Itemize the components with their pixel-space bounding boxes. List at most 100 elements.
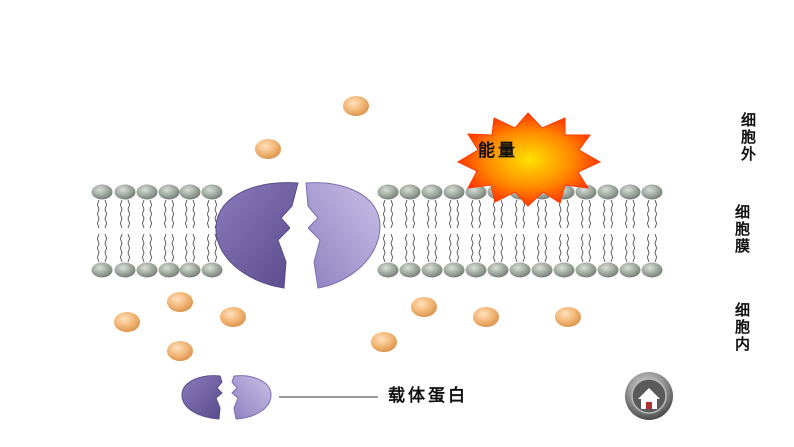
energy-burst <box>456 112 602 207</box>
lipid-tail <box>558 199 562 229</box>
label-outside: 细胞外 <box>739 112 757 163</box>
molecule <box>255 139 281 159</box>
lipid-tail <box>448 233 452 263</box>
lipid-tail <box>500 233 504 263</box>
lipid-tail <box>470 199 474 229</box>
lipid-head <box>619 184 641 200</box>
lipid-tail <box>163 199 167 229</box>
lipid-head <box>179 184 201 200</box>
lipid-tail <box>141 233 145 263</box>
lipid-tail <box>470 233 474 263</box>
lipid-tail <box>390 233 394 263</box>
lipid-tail <box>456 233 460 263</box>
lipid-tail <box>127 233 131 263</box>
lipid-tail <box>478 199 482 229</box>
lipid-tail <box>206 199 210 229</box>
lipid-head <box>158 262 180 278</box>
lipid-tail <box>632 233 636 263</box>
molecules <box>114 96 581 361</box>
lipid-head <box>158 184 180 200</box>
lipid-tail <box>522 233 526 263</box>
lipid-tail <box>184 233 188 263</box>
lipid-head <box>399 184 421 200</box>
lipid-head <box>443 262 465 278</box>
lipid-tail <box>149 233 153 263</box>
molecule <box>167 341 193 361</box>
lipid-head <box>114 262 136 278</box>
lipid-tail <box>104 199 108 229</box>
lipid-tail <box>192 233 196 263</box>
lipid-head <box>597 184 619 200</box>
molecule <box>371 332 397 352</box>
lipid-head <box>377 262 399 278</box>
molecule <box>167 292 193 312</box>
lipid-tail <box>149 199 153 229</box>
lipid-tail <box>522 199 526 229</box>
lipid-head <box>465 262 487 278</box>
lipid-tail <box>610 199 614 229</box>
lipid-tail <box>412 199 416 229</box>
lipid-head <box>443 184 465 200</box>
lipid-head <box>641 184 663 200</box>
lipid-head <box>114 184 136 200</box>
home-icon <box>638 388 660 409</box>
home-button[interactable] <box>625 372 673 420</box>
lipid-tail <box>536 233 540 263</box>
label-membrane: 细胞膜 <box>733 204 751 255</box>
lipid-tail <box>206 233 210 263</box>
lipid-tail <box>654 199 658 229</box>
lipid-tail <box>382 233 386 263</box>
lipid-tail <box>163 233 167 263</box>
molecule <box>220 307 246 327</box>
lipid-tail <box>404 199 408 229</box>
lipid-tail <box>478 233 482 263</box>
lipid-tail <box>434 233 438 263</box>
lipid-tail <box>536 199 540 229</box>
lipid-tail <box>646 199 650 229</box>
lipid-tail <box>544 233 548 263</box>
lipid-tail <box>580 199 584 229</box>
lipid-tail <box>500 199 504 229</box>
lipid-tail <box>119 233 123 263</box>
lipid-tail <box>96 233 100 263</box>
lipid-tail <box>492 233 496 263</box>
lipid-tail <box>492 199 496 229</box>
lipid-tail <box>96 199 100 229</box>
carrier-protein <box>215 182 381 289</box>
lipid-head <box>619 262 641 278</box>
lipid-head <box>465 184 487 200</box>
lipid-head <box>399 262 421 278</box>
lipid-tail <box>588 199 592 229</box>
lipid-head <box>575 262 597 278</box>
lipid-tail <box>119 199 123 229</box>
lipid-tail <box>602 199 606 229</box>
lipid-head <box>531 262 553 278</box>
lipid-tail <box>588 233 592 263</box>
molecule <box>555 307 581 327</box>
lipid-tail <box>171 233 175 263</box>
lipid-head <box>641 262 663 278</box>
lipid-tail <box>434 199 438 229</box>
lipid-tail <box>558 233 562 263</box>
lipid-tail <box>171 199 175 229</box>
lipid-head <box>136 262 158 278</box>
molecule <box>343 96 369 116</box>
lipid-tail <box>632 199 636 229</box>
lipid-tail <box>624 233 628 263</box>
lipid-tail <box>456 199 460 229</box>
lipid-tail <box>390 199 394 229</box>
lipid-head <box>421 262 443 278</box>
lipid-head <box>575 184 597 200</box>
legend-label: 载体蛋白 <box>388 386 468 406</box>
lipid-head <box>179 262 201 278</box>
lipid-tail <box>404 233 408 263</box>
molecule <box>473 307 499 327</box>
lipid-head <box>201 184 223 200</box>
lipid-tail <box>624 199 628 229</box>
molecule <box>114 312 140 332</box>
lipid-tail <box>382 199 386 229</box>
lipid-tail <box>610 233 614 263</box>
lipid-tail <box>412 233 416 263</box>
phospholipid-bilayer <box>91 184 663 278</box>
